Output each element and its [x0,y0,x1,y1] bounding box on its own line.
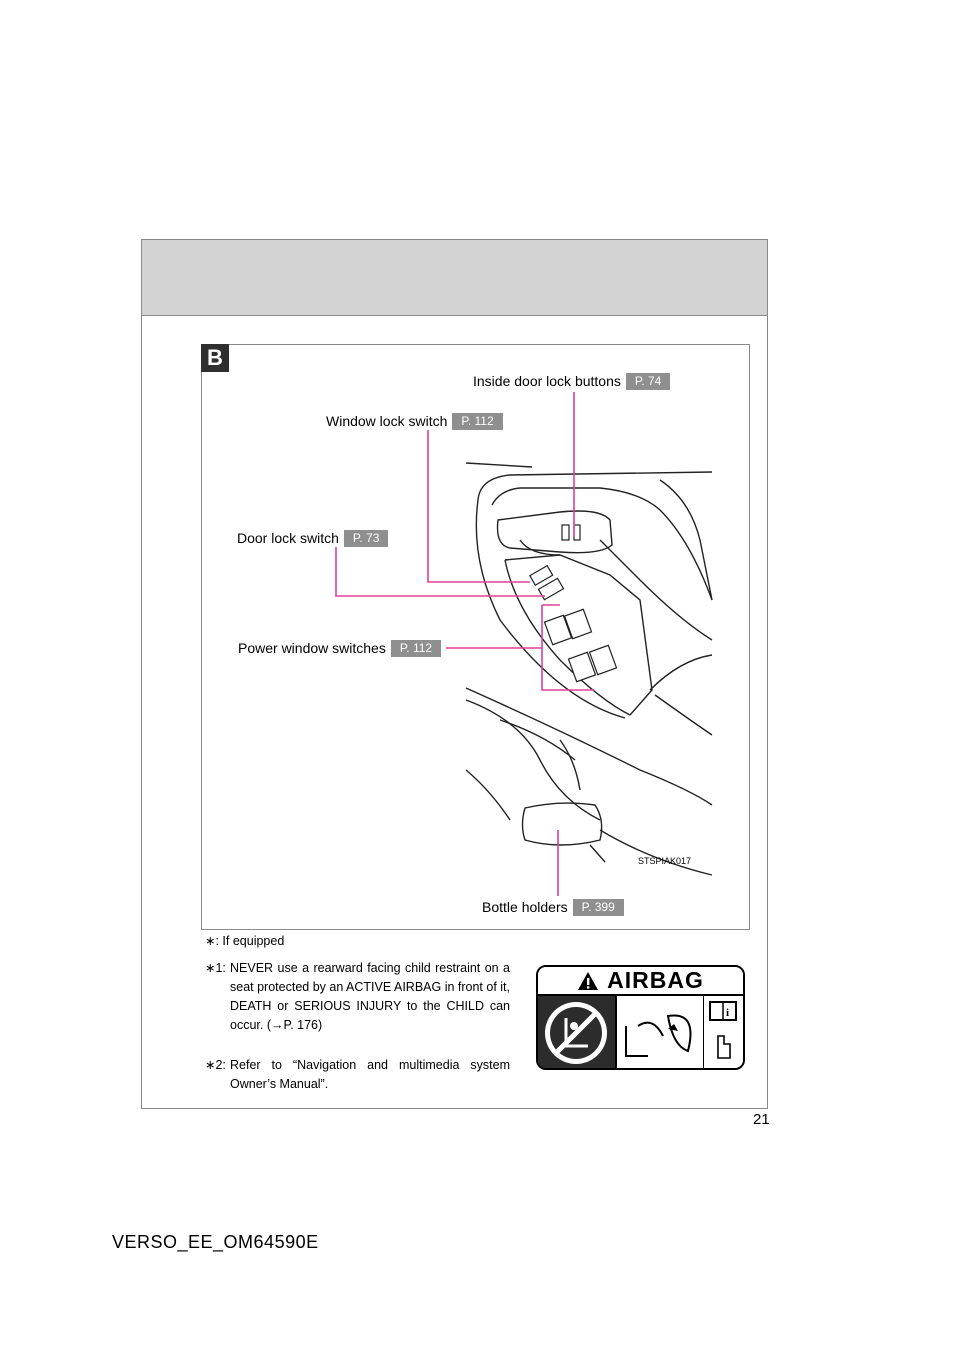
seat-icon [625,1026,648,1057]
callout-inside-door-lock: Inside door lock buttons P. 74 [473,372,671,390]
callout-door-lock: Door lock switch P. 73 [237,529,389,547]
callout-power-window: Power window switches P. 112 [238,639,442,657]
airbag-pictograms: i [538,996,743,1068]
airbag-warning-label: AIRBAG i [536,965,745,1070]
note-text: Refer to “Navigation and multimedia syst… [230,1058,510,1091]
airbag-deploy-icon [666,1014,692,1053]
airbag-label-header: AIRBAG [538,967,743,996]
page-ref-tag[interactable]: P. 74 [625,372,671,390]
note-2: ∗2: Refer to “Navigation and multimedia … [205,1056,510,1096]
callout-label: Door lock switch [237,530,339,546]
callout-label: Window lock switch [326,413,448,429]
warning-triangle-icon [578,971,599,990]
document-id: VERSO_EE_OM64590E [112,1232,319,1252]
callout-label: Inside door lock buttons [473,373,621,389]
page-ref-tag[interactable]: P. 112 [390,639,442,657]
callout-label: Power window switches [238,640,386,656]
page-ref-tag[interactable]: P. 73 [343,529,389,547]
callout-bottle-holders: Bottle holders P. 399 [482,898,624,916]
note-text: NEVER use a rearward facing child restra… [230,961,510,1032]
section-letter: B [201,344,229,372]
page-ref-tag[interactable]: P. 112 [452,412,503,430]
callout-label: Bottle holders [482,899,568,915]
header-band [142,240,767,316]
note-marker: ∗1: [205,961,226,975]
pointing-hand-icon [717,1035,731,1059]
illustration-code: STSPIAK017 [638,856,692,866]
callout-window-lock: Window lock switch P. 112 [326,412,503,430]
page-number: 21 [753,1111,770,1128]
note-marker: ∗2: [205,1058,226,1072]
airbag-label-body: i [538,996,743,1068]
svg-text:i: i [726,1007,729,1019]
note-if-equipped: ∗: If equipped [205,934,285,948]
page-ref-tag[interactable]: P. 399 [572,898,624,916]
figure-box [201,344,750,930]
airbag-label-title: AIRBAG [607,967,704,993]
note-1: ∗1: NEVER use a rearward facing child re… [205,959,510,1039]
